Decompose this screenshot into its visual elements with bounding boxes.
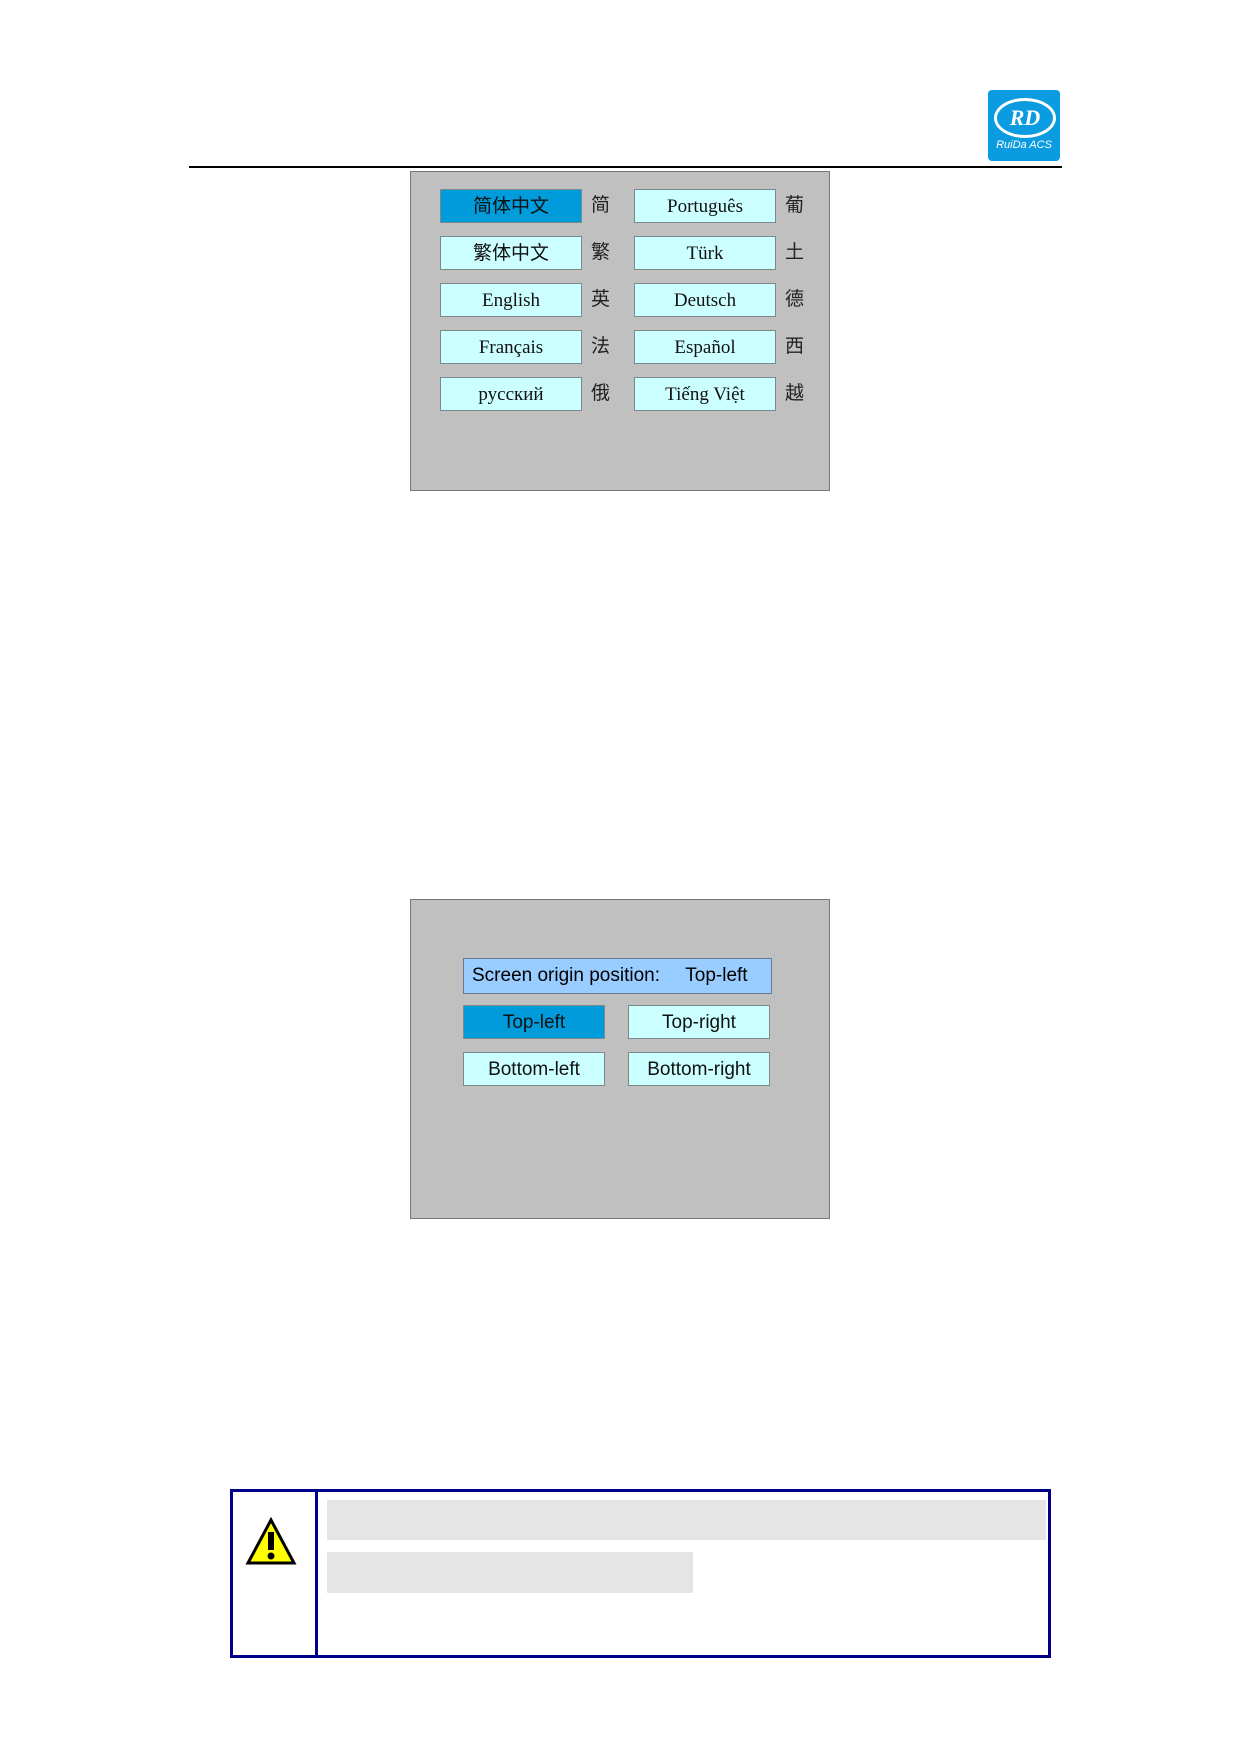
warning-note-box — [230, 1489, 1051, 1658]
language-abbr: 简 — [591, 195, 611, 216]
redacted-text-line — [327, 1500, 1046, 1540]
language-button[interactable]: Español — [634, 330, 776, 364]
language-abbr: 土 — [785, 242, 805, 263]
language-button[interactable]: English — [440, 283, 582, 317]
language-abbr: 英 — [591, 289, 611, 310]
ruida-logo: RD RuiDa ACS — [988, 90, 1060, 161]
origin-header-label: Screen origin position: — [472, 965, 660, 986]
origin-bottom-left-button[interactable]: Bottom-left — [463, 1052, 605, 1086]
language-abbr: 越 — [785, 383, 805, 404]
language-button[interactable]: Türk — [634, 236, 776, 270]
redacted-text-line — [327, 1552, 693, 1593]
language-button[interactable]: Português — [634, 189, 776, 223]
warning-divider — [315, 1492, 318, 1655]
origin-header: Screen origin position: Top-left — [463, 958, 772, 994]
language-button[interactable]: 繁体中文 — [440, 236, 582, 270]
logo-text: RuiDa ACS — [996, 139, 1052, 151]
language-button[interactable]: Français — [440, 330, 582, 364]
warning-icon — [245, 1517, 297, 1565]
language-abbr: 俄 — [591, 383, 611, 404]
language-button[interactable]: Deutsch — [634, 283, 776, 317]
language-abbr: 法 — [591, 336, 611, 357]
language-abbr: 德 — [785, 289, 805, 310]
language-abbr: 繁 — [591, 242, 611, 263]
origin-top-right-button[interactable]: Top-right — [628, 1005, 770, 1039]
header-divider — [189, 166, 1062, 168]
language-abbr: 葡 — [785, 195, 805, 216]
language-button[interactable]: русский — [440, 377, 582, 411]
logo-mark: RD — [994, 98, 1056, 138]
language-panel: 简体中文简繁体中文繁 English 英 Français 法 русский 俄 Portu… — [410, 171, 830, 491]
origin-top-left-button[interactable]: Top-left — [463, 1005, 605, 1039]
origin-panel: Screen origin position: Top-left Top-lef… — [410, 899, 830, 1219]
origin-bottom-right-button[interactable]: Bottom-right — [628, 1052, 770, 1086]
language-button[interactable]: 简体中文 — [440, 189, 582, 223]
language-button[interactable]: Tiếng Việt — [634, 377, 776, 411]
language-abbr: 西 — [785, 336, 805, 357]
origin-header-value: Top-left — [685, 965, 748, 986]
